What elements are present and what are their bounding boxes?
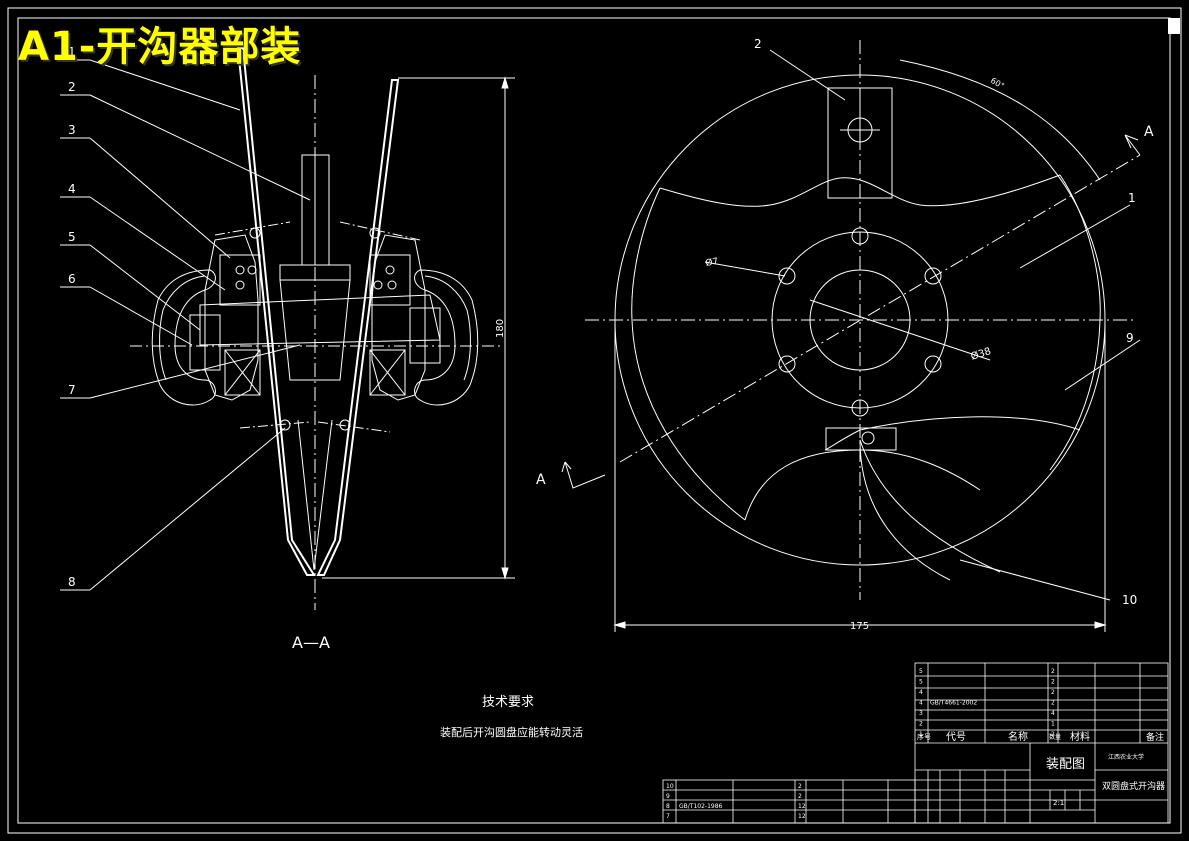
outer-frame <box>7 7 1182 834</box>
parts-row-code: GB/T102-1986 <box>679 803 723 810</box>
dimension-hole: Ø7 <box>705 256 720 269</box>
parts-row-code: GB/T4661-2002 <box>930 700 977 707</box>
parts-row-seq: 1 <box>919 731 923 738</box>
header-name: 名称 <box>1008 730 1028 743</box>
inner-frame <box>17 17 1171 824</box>
parts-row-seq: 7 <box>666 813 670 820</box>
dimension-width: 175 <box>850 621 869 632</box>
left-callout-3: 3 <box>68 123 76 137</box>
drawing-type: 装配图 <box>1046 757 1085 772</box>
parts-row-seq: 8 <box>666 803 670 810</box>
header-material: 材料 <box>1070 730 1090 743</box>
left-callout-4: 4 <box>68 182 76 196</box>
left-callout-8: 8 <box>68 575 76 589</box>
header-remark: 备注 <box>1146 731 1164 743</box>
parts-row-qty: 2 <box>1051 689 1055 696</box>
parts-row-qty: 2 <box>798 793 802 800</box>
right-callout-9: 9 <box>1126 331 1134 345</box>
left-leaders <box>60 59 311 591</box>
section-view-label: A—A <box>292 633 330 652</box>
parts-row-seq: 9 <box>666 793 670 800</box>
parts-row-qty: 2 <box>1051 668 1055 675</box>
section-arrow-label-bottom: A <box>536 472 546 488</box>
parts-row-qty: 2 <box>1051 700 1055 707</box>
parts-row-qty: 12 <box>798 803 806 810</box>
part-name: 双圆盘式开沟器 <box>1102 780 1165 792</box>
parts-row-qty: 4 <box>1051 710 1055 717</box>
parts-row-seq: 10 <box>666 783 674 790</box>
section-view-a-a <box>130 47 515 610</box>
parts-row-qty: 12 <box>798 813 806 820</box>
parts-row-seq: 2 <box>919 721 923 728</box>
header-qty: 数量 <box>1049 733 1061 741</box>
left-callout-5: 5 <box>68 230 76 244</box>
parts-row-qty: 2 <box>798 783 802 790</box>
parts-row-seq: 4 <box>919 689 923 696</box>
front-view <box>561 40 1141 632</box>
title-block <box>662 662 1169 824</box>
left-callout-2: 2 <box>68 80 76 94</box>
tech-req-title: 技术要求 <box>482 695 534 710</box>
parts-row-qty: 2 <box>1051 731 1055 738</box>
scale-value: 2:1 <box>1053 799 1064 807</box>
dimension-height: 180 <box>495 319 506 338</box>
tech-req-text: 装配后开沟圆盘应能转动灵活 <box>440 725 583 739</box>
section-arrow-label-top: A <box>1144 124 1154 140</box>
parts-row-seq: 5 <box>919 668 923 675</box>
parts-row-seq: 3 <box>919 710 923 717</box>
parts-row-seq: 4 <box>919 700 923 707</box>
left-callout-7: 7 <box>68 383 76 397</box>
parts-row-seq: 5 <box>919 679 923 686</box>
left-callout-1: 1 <box>68 45 76 59</box>
left-callout-6: 6 <box>68 272 76 286</box>
parts-row-qty: 2 <box>1051 679 1055 686</box>
right-callout-1: 1 <box>1128 191 1136 205</box>
right-callout-10: 10 <box>1122 593 1137 607</box>
header-seq: 序号 <box>917 732 931 741</box>
right-callout-2: 2 <box>754 37 762 51</box>
header-code: 代号 <box>946 731 966 743</box>
school-name: 江西农业大学 <box>1108 753 1144 761</box>
page-title: A1-开沟器部装 <box>18 24 302 70</box>
parts-row-qty: 1 <box>1051 721 1055 728</box>
